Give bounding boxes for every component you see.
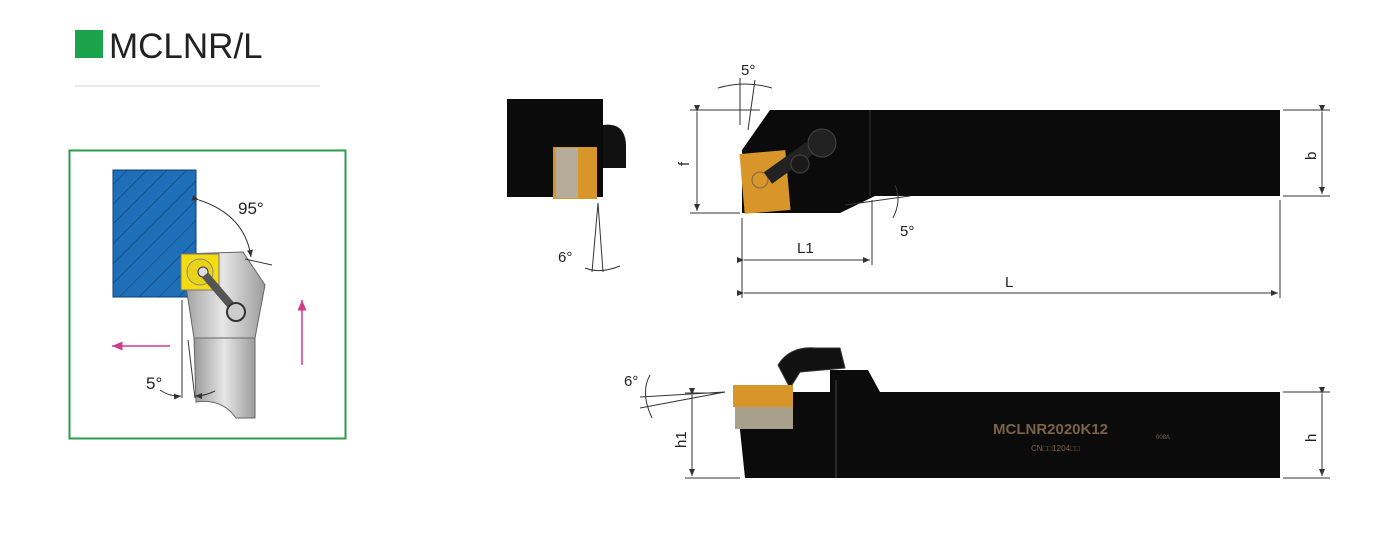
- insert-marking: CN□□1204□□: [1031, 444, 1080, 453]
- dim-f-label: f: [676, 161, 693, 166]
- holder-body: [740, 370, 1280, 478]
- working-diagram: 95° 5°: [68, 149, 347, 440]
- top-view: 5° f b L1 L 5°: [676, 62, 1330, 298]
- dim-b-label: b: [1303, 152, 1320, 160]
- top-angle-label: 5°: [741, 62, 755, 79]
- end-view-angle-label: 6°: [558, 249, 572, 266]
- end-view: 6°: [507, 99, 626, 273]
- clearance-angle-label: 5°: [146, 374, 162, 393]
- dim-L1-label: L1: [797, 240, 814, 257]
- brand-square-icon: [75, 30, 103, 58]
- dim-L-label: L: [1005, 274, 1013, 291]
- side-view: MCLNR2020K12 CN□□1204□□ 008A 6° h1 h: [624, 347, 1330, 479]
- approach-angle-label: 95°: [238, 199, 264, 218]
- code-marking: 008A: [1156, 435, 1170, 441]
- bottom-angle-label: 5°: [900, 223, 914, 240]
- page-title: MCLNR/L: [109, 27, 263, 66]
- holder-body: [742, 110, 1280, 213]
- insert: [733, 385, 793, 407]
- dim-h-label: h: [1303, 434, 1320, 442]
- dim-h1-label: h1: [673, 431, 690, 448]
- model-marking: MCLNR2020K12: [993, 421, 1108, 438]
- tool-shank: [193, 337, 256, 419]
- header: MCLNR/L: [75, 27, 320, 87]
- side-angle-label: 6°: [624, 373, 638, 390]
